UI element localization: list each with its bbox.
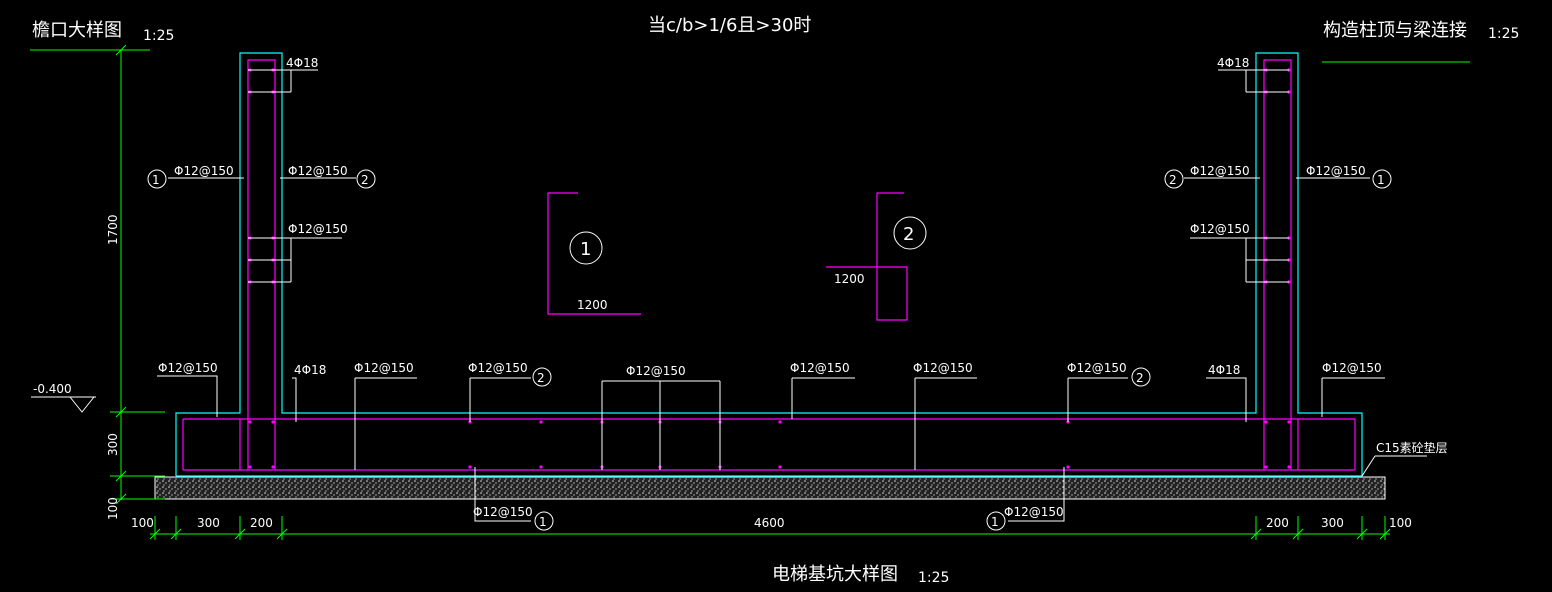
label-slab-main-right: 4Φ18 bbox=[1208, 363, 1240, 377]
label-slab-main-left: 4Φ18 bbox=[294, 363, 326, 377]
title-top-center: 当c/b>1/6且>30时 bbox=[648, 15, 811, 36]
title-bottom: 电梯基坑大样图 bbox=[772, 564, 898, 585]
scale-top-left: 1:25 bbox=[143, 28, 174, 44]
dim-4600: 4600 bbox=[754, 516, 785, 530]
label-slab-5: Φ12@150 bbox=[790, 361, 850, 375]
dim-horizontal bbox=[149, 516, 1391, 540]
dim-vertical bbox=[110, 44, 165, 505]
marker-1-left: 1 bbox=[152, 173, 160, 187]
marker-2-slab-left: 2 bbox=[537, 371, 545, 385]
label-bottom-right: Φ12@150 bbox=[1004, 505, 1064, 519]
title-top-left: 檐口大样图 bbox=[32, 20, 122, 41]
label-dist-right-inner-2: Φ12@150 bbox=[1190, 222, 1250, 236]
detail-marker-2: 2 bbox=[903, 224, 914, 245]
label-dist-left-outer: Φ12@150 bbox=[174, 164, 234, 178]
cushion-layer bbox=[154, 476, 1386, 500]
scale-top-right: 1:25 bbox=[1488, 26, 1519, 42]
label-slab-7: Φ12@150 bbox=[1067, 361, 1127, 375]
marker-2-slab-right: 2 bbox=[1136, 371, 1144, 385]
label-dist-right-outer: Φ12@150 bbox=[1306, 164, 1366, 178]
dim-100-left: 100 bbox=[131, 516, 154, 530]
marker-1-bottom-left: 1 bbox=[539, 515, 547, 529]
detail-marker-1: 1 bbox=[580, 239, 591, 260]
dim-200-left: 200 bbox=[250, 516, 273, 530]
dim-100-right: 100 bbox=[1389, 516, 1412, 530]
marker-1-bottom-right: 1 bbox=[991, 515, 999, 529]
dim-slab-height: 300 bbox=[106, 433, 120, 456]
label-slab-2: Φ12@150 bbox=[354, 361, 414, 375]
leader-lines bbox=[31, 69, 1427, 522]
dim-200-right: 200 bbox=[1266, 516, 1289, 530]
marker-circles bbox=[147, 169, 1392, 531]
label-bottom-left: Φ12@150 bbox=[473, 505, 533, 519]
rebar-group bbox=[182, 59, 1356, 471]
marker-1-right: 1 bbox=[1377, 173, 1385, 187]
label-main-right: 4Φ18 bbox=[1217, 56, 1249, 70]
detail-1-length: 1200 bbox=[577, 298, 608, 312]
pit-outline bbox=[175, 52, 1363, 477]
label-main-left: 4Φ18 bbox=[286, 56, 318, 70]
dim-300-left: 300 bbox=[197, 516, 220, 530]
label-slab-8: Φ12@150 bbox=[1322, 361, 1382, 375]
label-slab-4: Φ12@150 bbox=[626, 364, 686, 378]
label-dist-left-inner-2: Φ12@150 bbox=[288, 222, 348, 236]
elevation-label: -0.400 bbox=[33, 382, 72, 396]
marker-2-right: 2 bbox=[1169, 173, 1177, 187]
label-dist-left-inner: Φ12@150 bbox=[288, 164, 348, 178]
rebar-dots bbox=[248, 68, 1291, 469]
label-slab-6: Φ12@150 bbox=[913, 361, 973, 375]
label-slab-3: Φ12@150 bbox=[468, 361, 528, 375]
cushion-label: C15素砼垫层 bbox=[1376, 440, 1448, 455]
title-top-right: 构造柱顶与梁连接 bbox=[1323, 20, 1467, 41]
marker-2-left: 2 bbox=[361, 173, 369, 187]
label-slab-1: Φ12@150 bbox=[158, 361, 218, 375]
dim-300-right: 300 bbox=[1321, 516, 1344, 530]
dim-cushion-height: 100 bbox=[106, 497, 120, 520]
label-dist-right-inner: Φ12@150 bbox=[1190, 164, 1250, 178]
scale-bottom: 1:25 bbox=[918, 570, 949, 586]
dim-wall-height: 1700 bbox=[106, 214, 120, 245]
detail-2-length: 1200 bbox=[834, 272, 865, 286]
